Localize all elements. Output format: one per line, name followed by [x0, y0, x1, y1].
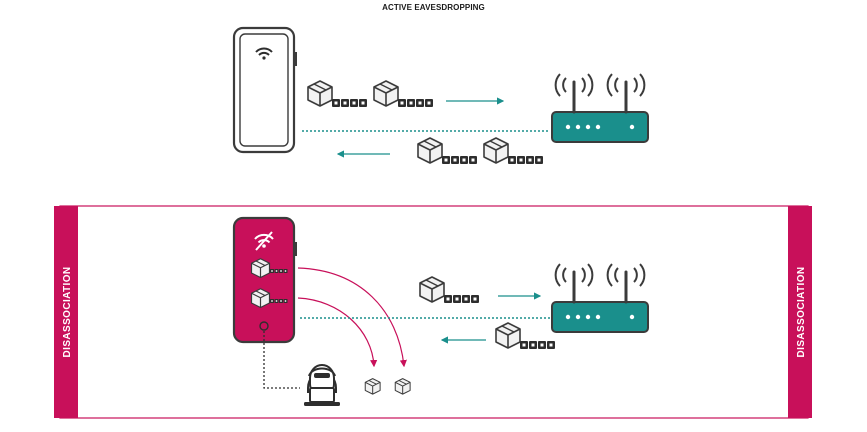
intercept-arrow: [297, 297, 378, 368]
package-icon: [250, 258, 271, 279]
wifi-off-icon: [254, 231, 274, 251]
top-scene: [232, 26, 650, 164]
package-icon: [307, 80, 333, 107]
left-side-bar: [54, 206, 78, 418]
disassociation-panel: DISASSOCIATION DISASSOCIATION: [54, 205, 812, 419]
package-icon: [373, 80, 399, 107]
data-block-icon: [442, 156, 477, 164]
compromised-smartphone-icon: [232, 216, 297, 344]
data-block-icon: [332, 99, 367, 107]
data-block-icon: [398, 99, 433, 107]
package-icon: [495, 322, 521, 349]
router-icon: [550, 72, 650, 144]
package-icon: [419, 276, 445, 303]
smartphone-icon: [232, 26, 297, 154]
package-icon: [364, 378, 381, 395]
hacker-link: [263, 331, 300, 389]
diagram-title: ACTIVE EAVESDROPPING: [382, 3, 485, 12]
package-icon: [394, 378, 411, 395]
data-block-icon: [508, 156, 543, 164]
package-icon: [417, 137, 443, 164]
left-side-label: DISASSOCIATION: [62, 267, 73, 358]
right-side-bar: [788, 206, 812, 418]
package-icon: [483, 137, 509, 164]
right-side-label: DISASSOCIATION: [796, 267, 807, 358]
intercept-arrow: [297, 267, 407, 368]
wifi-icon: [255, 47, 273, 60]
package-icon: [250, 288, 271, 309]
laptop-icon: [304, 387, 340, 406]
